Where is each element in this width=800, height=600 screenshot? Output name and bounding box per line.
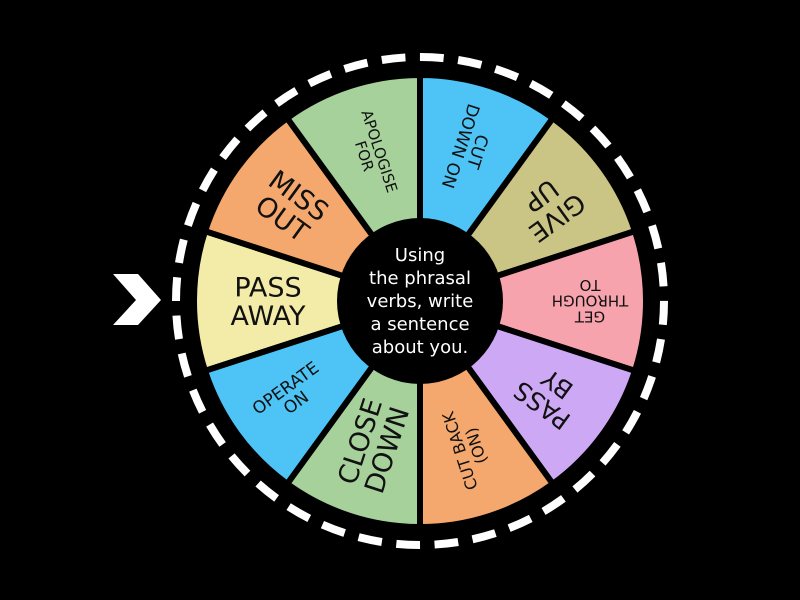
segment-fill <box>190 228 423 374</box>
center-text-line: the phrasal <box>369 267 471 289</box>
wheel-dashed-ring <box>172 53 668 549</box>
center-text-line: Using <box>394 244 446 266</box>
wheel-hub[interactable] <box>337 218 503 384</box>
segment-label: GETTHROUGHTO <box>552 276 630 326</box>
wheel-segment[interactable]: GETTHROUGHTO <box>417 228 650 374</box>
segment-fill <box>417 228 650 374</box>
center-text-line: verbs, write <box>366 290 474 312</box>
center-text-line: about you. <box>371 336 469 358</box>
center-text-line: a sentence <box>370 313 470 335</box>
chevron-right-icon <box>113 274 161 325</box>
wheel-segment[interactable]: APOLOGISEFOR <box>284 72 423 304</box>
